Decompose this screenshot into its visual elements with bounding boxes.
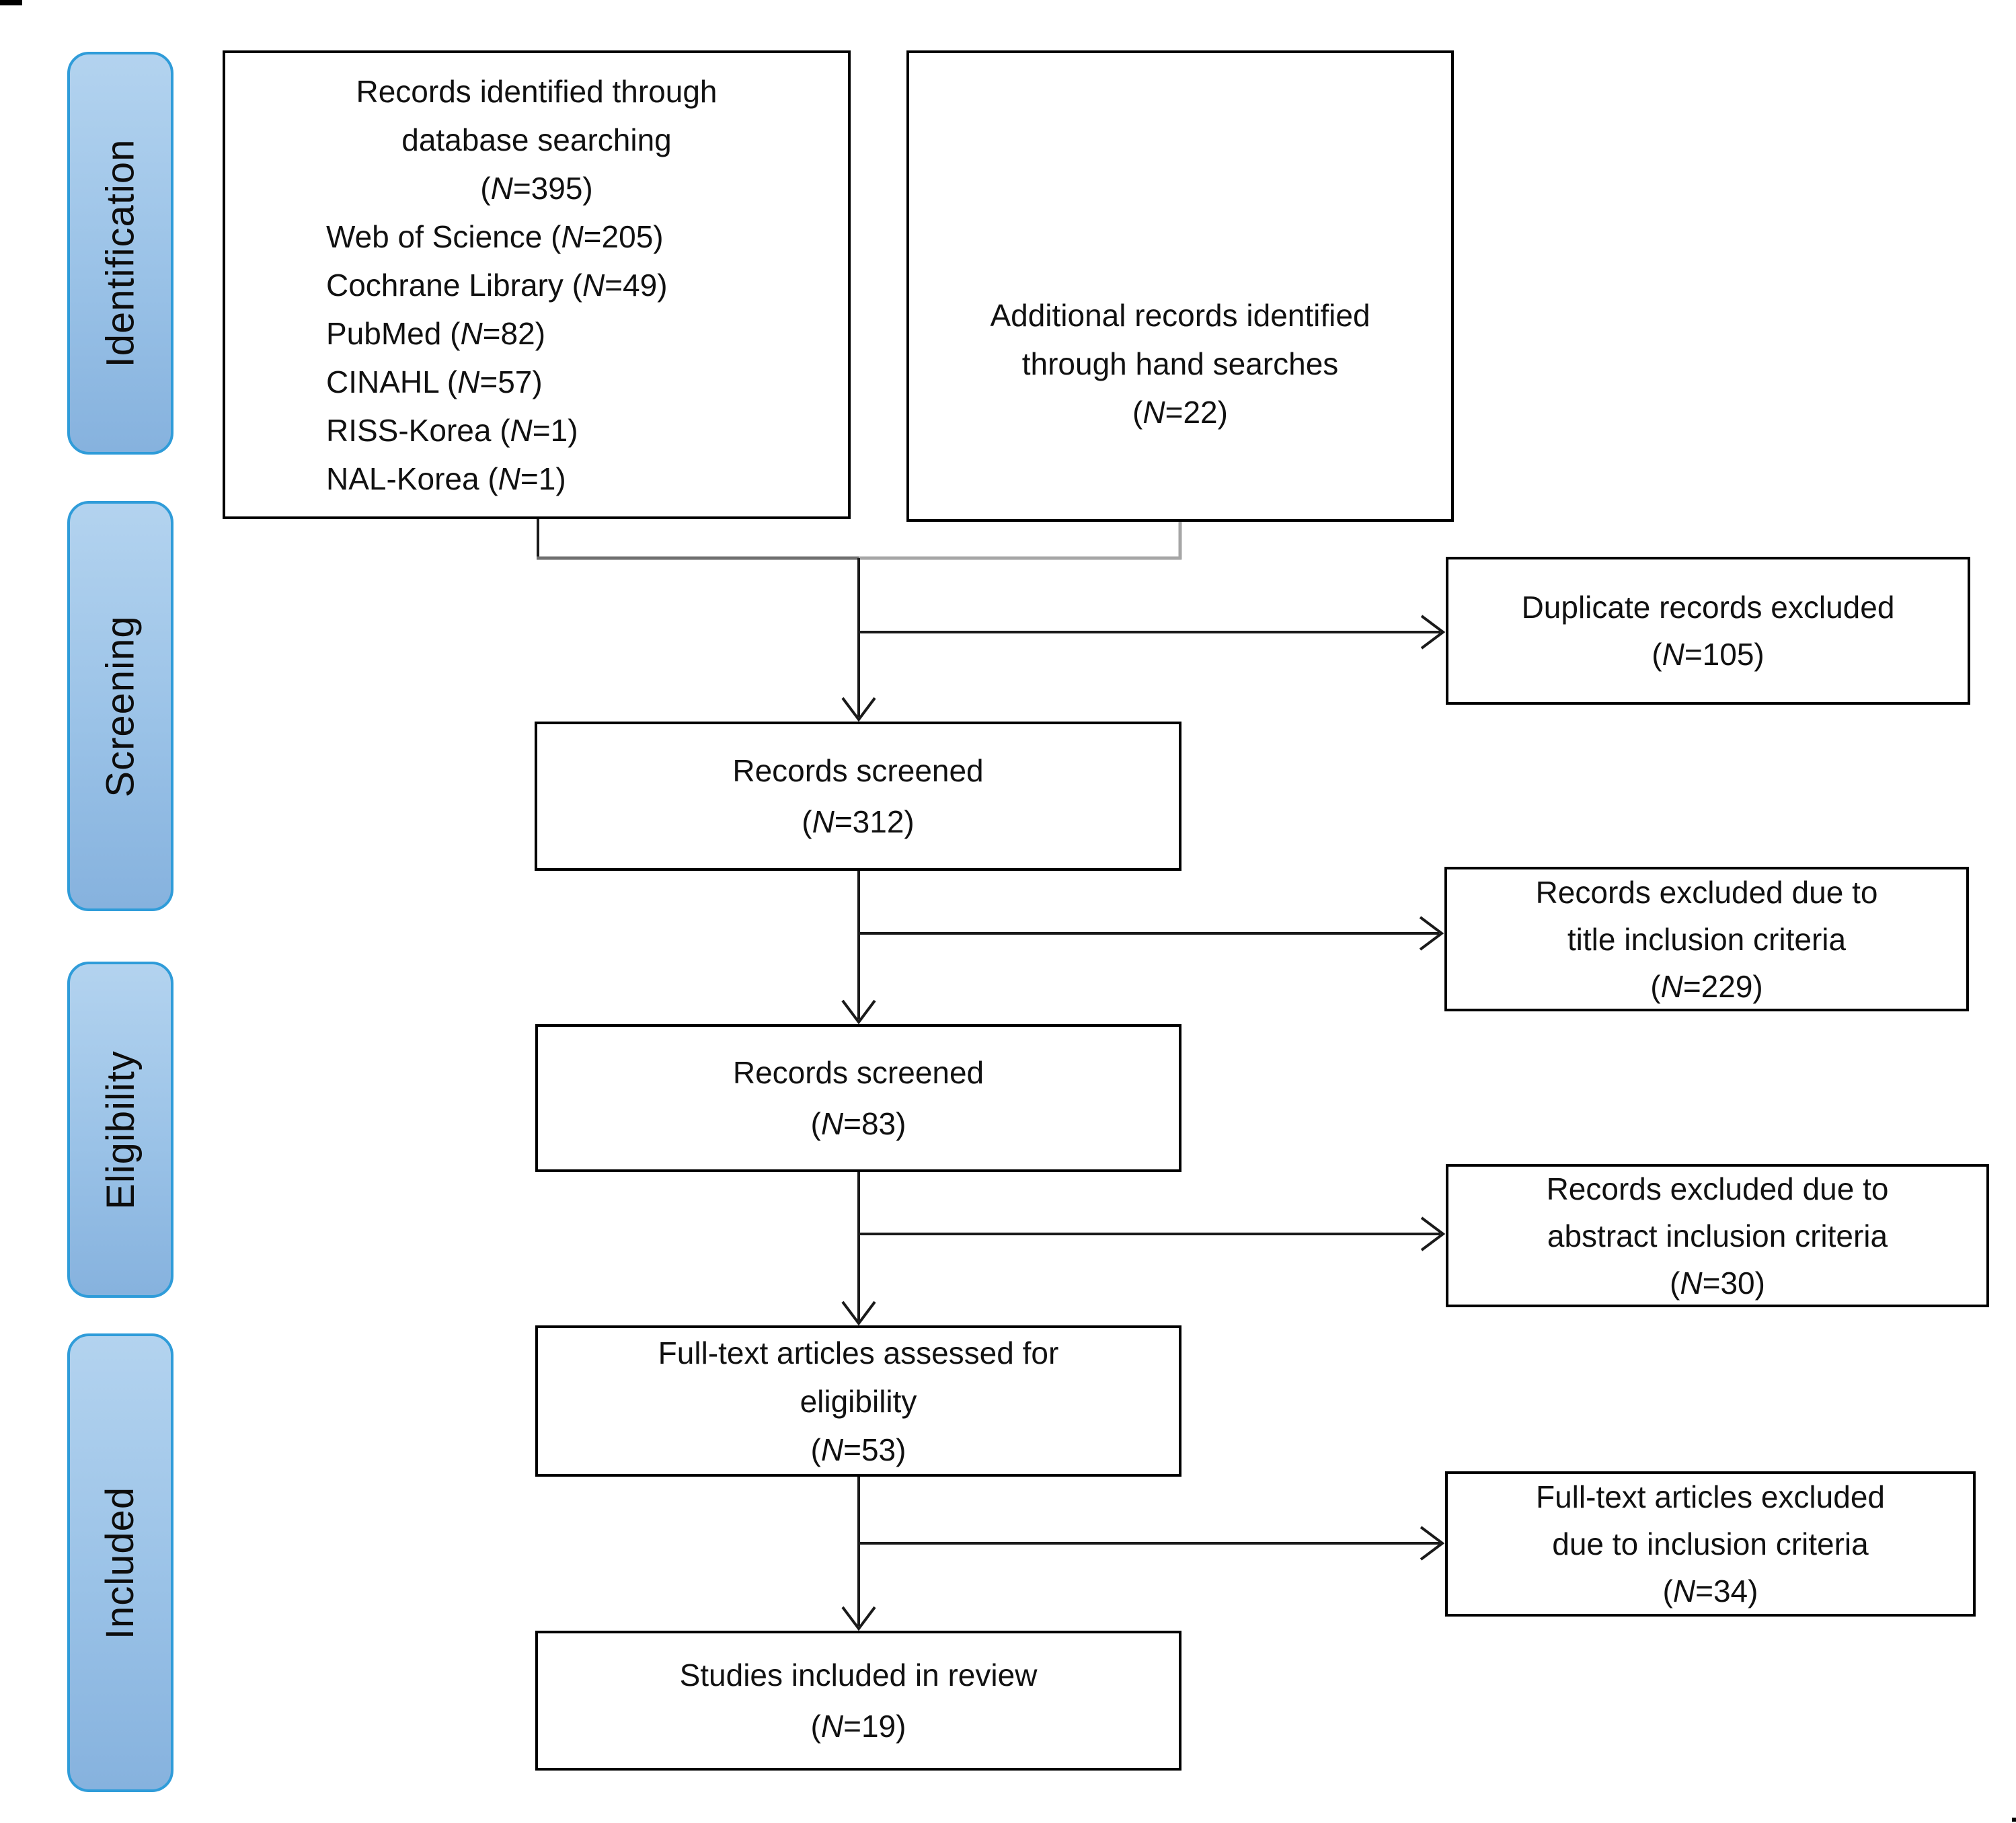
- text-line: (N=30): [1670, 1265, 1765, 1301]
- text-line: Full-text articles excluded: [1536, 1479, 1885, 1514]
- text-line: Cochrane Library (N=49): [326, 267, 668, 303]
- text-line: title inclusion criteria: [1567, 921, 1847, 957]
- text-line: Web of Science (N=205): [326, 219, 664, 254]
- box-fulltext-assessed: Full-text articles assessed for eligibil…: [535, 1325, 1181, 1477]
- box-records-screened-83: Records screened (N=83): [535, 1024, 1181, 1172]
- text-line: Records screened: [732, 753, 984, 788]
- text-line: eligibility: [800, 1383, 917, 1419]
- arrowhead-included: [841, 1606, 876, 1631]
- text-line: CINAHL (N=57): [326, 364, 543, 399]
- image-corner-artifact-bottom-right: [2012, 1818, 2016, 1822]
- text-line: (N=229): [1650, 968, 1763, 1004]
- arrowhead-fulltext-excluded: [1420, 1526, 1445, 1561]
- arrowhead-screened-312: [841, 697, 876, 722]
- text-line: Studies included in review: [679, 1658, 1038, 1693]
- text-line: Records identified through: [356, 73, 718, 109]
- stage-screening: Screening: [67, 501, 173, 911]
- text-line: Full-text articles assessed for: [658, 1335, 1059, 1370]
- text-line: due to inclusion criteria: [1552, 1526, 1869, 1561]
- text-line: Records screened: [732, 1055, 984, 1090]
- text-line: (N=22): [1132, 394, 1228, 430]
- text-line: through hand searches: [1021, 346, 1339, 381]
- text-line: abstract inclusion criteria: [1547, 1218, 1888, 1253]
- stage-included-label: Included: [98, 1486, 143, 1639]
- box-excluded-title: Records excluded due to title inclusion …: [1444, 867, 1969, 1011]
- box-fulltext-excluded: Full-text articles excluded due to inclu…: [1445, 1471, 1976, 1617]
- box-excluded-abstract: Records excluded due to abstract inclusi…: [1446, 1164, 1989, 1307]
- stage-identification-label: Identification: [98, 139, 143, 368]
- stage-eligibility-label: Eligibility: [98, 1050, 143, 1210]
- stage-identification: Identification: [67, 52, 173, 455]
- text-line: RISS-Korea (N=1): [326, 412, 578, 448]
- stage-screening-label: Screening: [98, 615, 143, 798]
- box-duplicates-excluded: Duplicate records excluded (N=105): [1446, 557, 1970, 705]
- text-line: (N=53): [810, 1432, 906, 1467]
- arrowhead-fulltext: [841, 1301, 876, 1326]
- image-corner-artifact-top-left: [0, 0, 22, 5]
- arrowhead-screened-83: [841, 999, 876, 1025]
- box-studies-included: Studies included in review (N=19): [535, 1631, 1181, 1771]
- text-line: (N=83): [810, 1106, 906, 1141]
- text-line: (N=34): [1662, 1574, 1758, 1608]
- text-line: (N=312): [802, 804, 915, 839]
- text-line: Records excluded due to: [1546, 1171, 1889, 1206]
- text-line: Records excluded due to: [1535, 874, 1878, 910]
- text-line: PubMed (N=82): [326, 315, 546, 351]
- arrowhead-excluded-title: [1419, 916, 1444, 951]
- arrowhead-excluded-abstract: [1420, 1216, 1446, 1251]
- stage-eligibility: Eligibility: [67, 962, 173, 1298]
- stage-included: Included: [67, 1333, 173, 1792]
- text-line: NAL-Korea (N=1): [326, 461, 566, 496]
- text-line: Additional records identified: [990, 297, 1370, 333]
- text-line: (N=105): [1652, 637, 1765, 672]
- text-line: (N=395): [480, 170, 593, 206]
- text-line: Duplicate records excluded: [1521, 590, 1895, 625]
- arrowhead-duplicates: [1420, 615, 1446, 650]
- box-records-screened-312: Records screened (N=312): [535, 722, 1181, 871]
- text-line: (N=19): [810, 1709, 906, 1744]
- box-records-identified: Records identified through database sear…: [223, 50, 851, 519]
- box-additional-records: Additional records identified through ha…: [906, 50, 1454, 522]
- text-line: database searching: [401, 122, 672, 157]
